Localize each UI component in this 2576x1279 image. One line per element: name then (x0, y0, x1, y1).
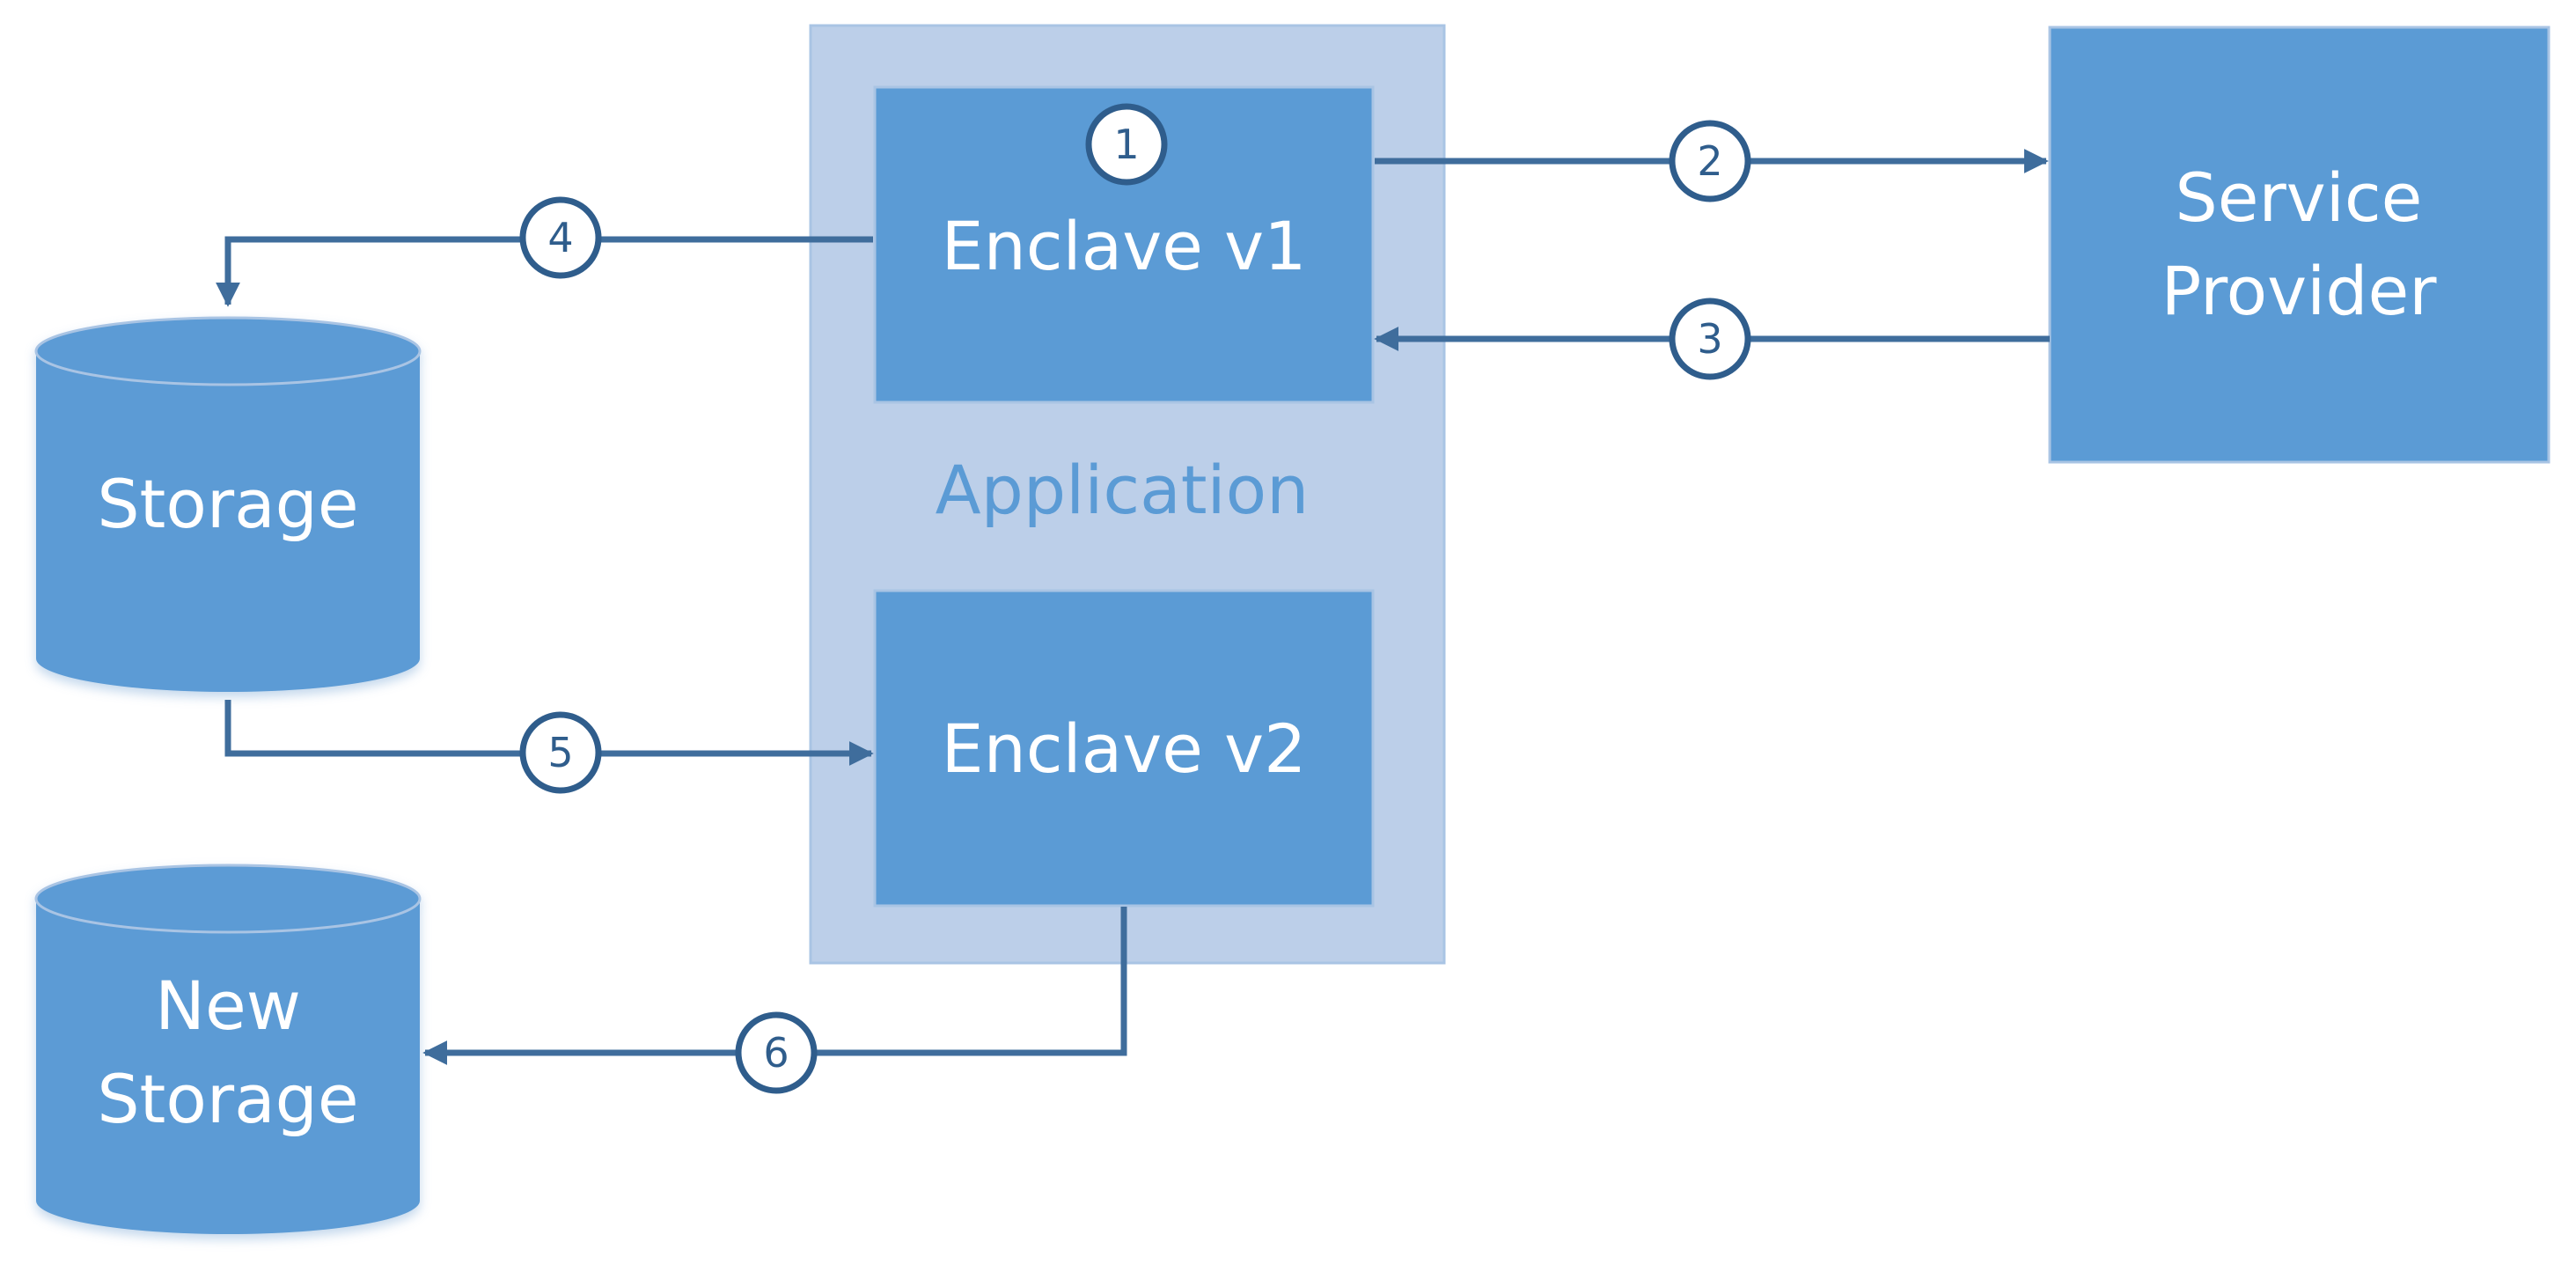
step-badge-3: 3 (1669, 298, 1751, 380)
step-badge-6: 6 (735, 1011, 818, 1094)
step-badge-4: 4 (519, 196, 602, 279)
step-badge-1: 1 (1085, 103, 1168, 186)
step-badge-4-circle (519, 196, 602, 279)
service-provider-node[interactable]: Service Provider (2048, 26, 2550, 464)
service-provider-label-line2: Provider (2161, 252, 2438, 330)
application-label: Application (936, 451, 1310, 529)
storage-cylinder-body (36, 318, 420, 692)
new-storage-label-line1: New (155, 967, 301, 1045)
step-badge-5: 5 (519, 711, 602, 794)
step-badge-2-circle (1669, 120, 1751, 202)
step-badge-6-label: 6 (763, 1029, 789, 1077)
enclave-v2-node[interactable]: Enclave v2 (873, 589, 1375, 908)
step-badge-3-label: 3 (1697, 315, 1722, 363)
arrow-enclave-v2-to-new-storage (422, 907, 1127, 1065)
step-badge-1-circle (1085, 103, 1168, 186)
enclave-v1-label: Enclave v1 (942, 207, 1307, 285)
step-badge-4-label: 4 (547, 214, 573, 261)
step-badge-2-label: 2 (1697, 137, 1722, 185)
storage-label: Storage (97, 465, 358, 543)
enclave-v2-label: Enclave v2 (942, 709, 1307, 788)
arrow-storage-to-enclave-v2 (224, 700, 874, 766)
storage-node[interactable]: Storage (34, 316, 422, 692)
service-provider-box (2048, 26, 2550, 464)
storage-cylinder-top (34, 316, 422, 386)
enclave-v2-box (873, 589, 1375, 908)
service-provider-label-line1: Service (2176, 158, 2423, 237)
new-storage-cylinder-top (34, 864, 422, 934)
new-storage-label-line2: Storage (97, 1060, 358, 1138)
new-storage-node[interactable]: New Storage (34, 864, 422, 1234)
step-badge-6-circle (735, 1011, 818, 1094)
step-badge-3-circle (1669, 298, 1751, 380)
arrow-enclave-v1-to-storage (216, 236, 873, 307)
step-badge-5-label: 5 (547, 729, 573, 776)
step-badge-2: 2 (1669, 120, 1751, 202)
step-badge-5-circle (519, 711, 602, 794)
new-storage-cylinder-body (36, 865, 420, 1234)
step-badge-1-label: 1 (1113, 121, 1139, 168)
